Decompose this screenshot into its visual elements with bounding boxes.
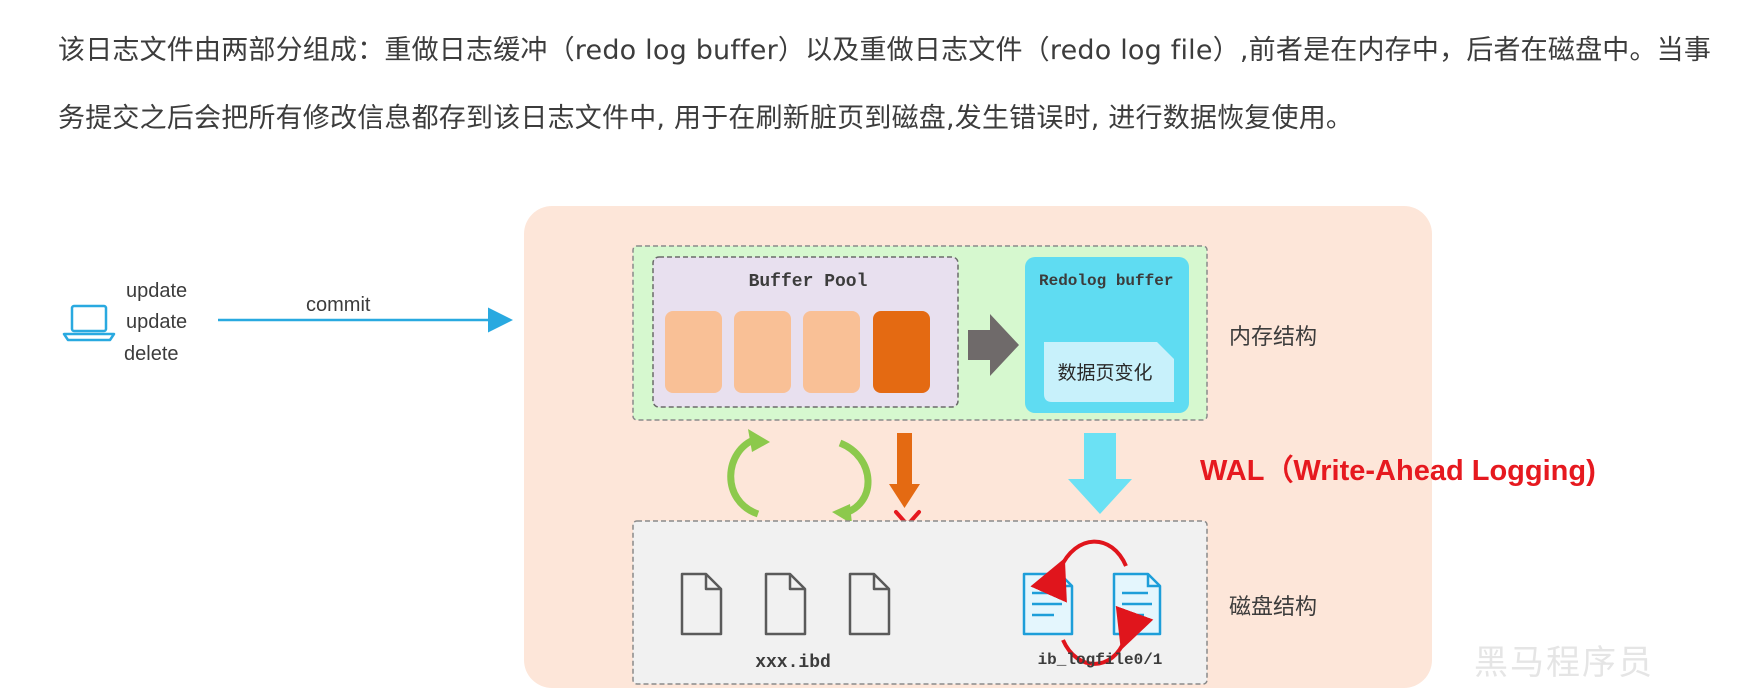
paragraph-line-1: 该日志文件由两部分组成：重做日志缓冲（redo log buffer）以及重做日… — [58, 35, 1712, 66]
page-block-3 — [803, 311, 860, 393]
ibd-file-icon-1 — [680, 572, 723, 636]
page-block-2 — [734, 311, 791, 393]
ibd-file-icon-3 — [848, 572, 891, 636]
client-op-3: delete — [124, 343, 179, 365]
green-cycle-arrow-right-head — [832, 504, 852, 524]
logfile-icon-1 — [1112, 572, 1162, 636]
orange-down-arrow-head — [889, 484, 920, 508]
data-page-change-label: 数据页变化 — [1057, 362, 1152, 384]
orange-down-arrow-shaft — [897, 433, 912, 485]
blue-down-arrow-shaft — [1084, 433, 1116, 481]
paragraph-line-2: 务提交之后会把所有修改信息都存到该日志文件中, 用于在刷新脏页到磁盘,发生错误时… — [58, 103, 1354, 134]
laptop-icon — [62, 304, 116, 342]
buffer-pool-title: Buffer Pool — [749, 272, 868, 292]
client-op-1: update — [126, 280, 187, 302]
disk-structure-label: 磁盘结构 — [1229, 595, 1317, 620]
page-block-1 — [665, 311, 722, 393]
ibd-label: xxx.ibd — [755, 653, 831, 673]
green-cycle-arrow-right — [838, 439, 872, 518]
data-page-change-box — [1044, 342, 1174, 402]
page-block-dirty — [873, 311, 930, 393]
wal-label: WAL（Write-Ahead Logging) — [1200, 454, 1596, 487]
ibd-file-icon-2 — [764, 572, 807, 636]
memory-structure-label: 内存结构 — [1229, 325, 1317, 350]
logfile-cycle-arrow-top — [1030, 539, 1128, 603]
logfile-icon-0 — [1022, 572, 1074, 636]
blue-down-arrow-head — [1068, 479, 1132, 514]
commit-label: commit — [306, 294, 371, 316]
green-cycle-arrow-left-head — [748, 429, 770, 452]
flush-to-redolog-arrow — [968, 314, 1019, 376]
watermark: 黑马程序员 — [1474, 643, 1654, 683]
logfile-label: ib_logfile0/1 — [1038, 651, 1163, 669]
redolog-buffer-title: Redolog buffer — [1039, 272, 1173, 290]
client-op-2: update — [126, 311, 187, 333]
logfile-cycle-arrow-bottom — [1061, 605, 1154, 666]
green-cycle-arrow-left — [727, 435, 760, 518]
